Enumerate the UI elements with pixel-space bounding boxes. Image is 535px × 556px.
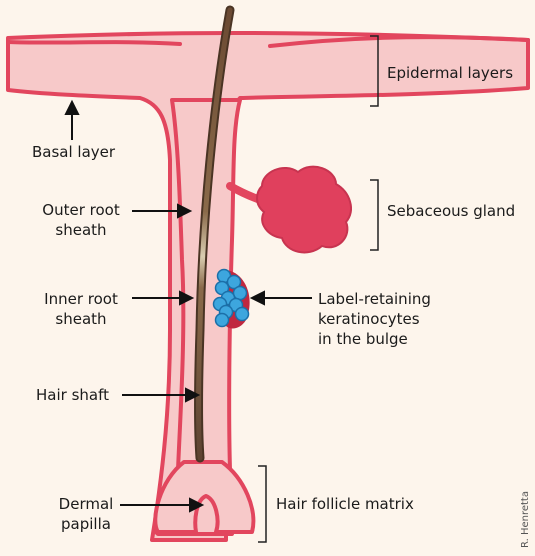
bracket-sebaceous (370, 180, 378, 250)
label-basal-layer: Basal layer (32, 142, 115, 162)
epidermal-band (8, 33, 528, 540)
sebaceous-gland (257, 167, 351, 253)
keratinocyte-cell (234, 287, 247, 300)
bracket-matrix (258, 466, 266, 542)
label-dermal-papilla: Dermal papilla (50, 494, 122, 534)
label-epidermal-layers: Epidermal layers (387, 63, 513, 83)
label-hair-shaft: Hair shaft (36, 385, 109, 405)
artist-credit: R. Henretta (520, 491, 531, 548)
label-hair-follicle-matrix: Hair follicle matrix (276, 494, 414, 514)
label-outer-root-sheath: Outer root sheath (26, 200, 136, 240)
arrow-basal-head (66, 102, 78, 114)
keratinocyte-cell (216, 314, 229, 327)
arrow-keratinocytes-head (252, 292, 264, 304)
label-inner-root-sheath: Inner root sheath (26, 289, 136, 329)
keratinocyte-cell (236, 308, 249, 321)
label-sebaceous-gland: Sebaceous gland (387, 201, 515, 221)
label-keratinocytes: Label-retaining keratinocytes in the bul… (318, 289, 431, 349)
